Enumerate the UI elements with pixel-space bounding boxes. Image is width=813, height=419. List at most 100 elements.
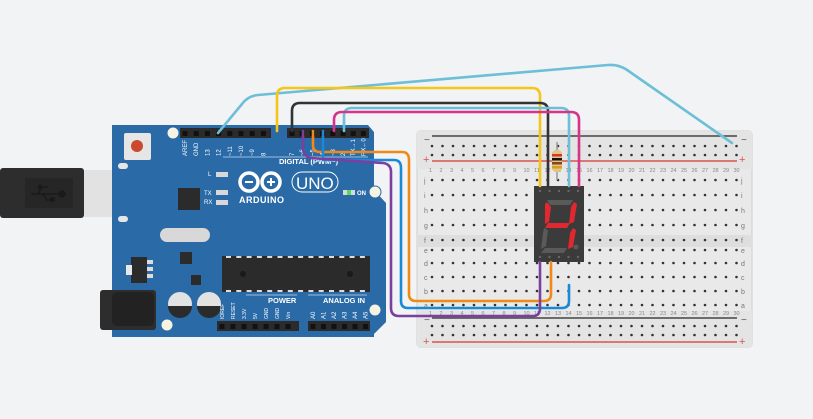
hole-d[interactable] <box>640 261 644 265</box>
hole-b[interactable] <box>714 289 717 293</box>
hole-a[interactable] <box>588 303 591 307</box>
hole-a[interactable] <box>609 303 612 307</box>
hole-j[interactable] <box>724 178 728 182</box>
hole-c[interactable] <box>724 275 728 279</box>
rail-hole[interactable] <box>567 324 570 328</box>
rail-hole[interactable] <box>724 333 728 337</box>
hole-a[interactable] <box>525 303 528 307</box>
rail-hole[interactable] <box>577 333 581 337</box>
hole-h[interactable] <box>598 208 602 212</box>
hole-c[interactable] <box>462 275 465 279</box>
hole-e[interactable] <box>724 248 728 252</box>
rail-hole[interactable] <box>703 144 707 148</box>
hole-i[interactable] <box>462 193 465 197</box>
hole-j[interactable] <box>651 178 654 182</box>
hole-g[interactable] <box>493 223 497 227</box>
rail-hole[interactable] <box>483 333 486 337</box>
rail-hole[interactable] <box>514 144 518 148</box>
hole-f[interactable] <box>651 238 654 242</box>
hole-a[interactable] <box>724 303 728 307</box>
rail-hole[interactable] <box>693 144 696 148</box>
hole-h[interactable] <box>588 208 591 212</box>
hole-i[interactable] <box>430 193 434 197</box>
hole-d[interactable] <box>546 261 549 265</box>
rail-hole[interactable] <box>462 153 465 157</box>
hole-j[interactable] <box>735 178 738 182</box>
rail-hole[interactable] <box>640 153 644 157</box>
hole-g[interactable] <box>441 223 444 227</box>
wire-pin6[interactable] <box>311 129 553 303</box>
analog-pin-A4[interactable] <box>352 324 358 329</box>
rail-hole[interactable] <box>651 324 654 328</box>
hole-h[interactable] <box>483 208 486 212</box>
rail-hole[interactable] <box>672 144 675 148</box>
hole-e[interactable] <box>630 248 633 252</box>
rail-hole[interactable] <box>504 324 507 328</box>
digital-pin-AREF[interactable] <box>182 131 188 136</box>
hole-f[interactable] <box>493 238 497 242</box>
wire-pin4[interactable] <box>321 129 571 310</box>
rail-hole[interactable] <box>640 324 644 328</box>
hole-b[interactable] <box>735 289 738 293</box>
hole-h[interactable] <box>441 208 444 212</box>
hole-i[interactable] <box>672 193 675 197</box>
power-pin[interactable] <box>241 324 247 329</box>
rail-hole[interactable] <box>630 333 633 337</box>
digital-pin-10[interactable] <box>238 131 244 136</box>
hole-h[interactable] <box>514 208 518 212</box>
rail-hole[interactable] <box>724 144 728 148</box>
hole-a[interactable] <box>693 303 696 307</box>
wire-pin8[interactable] <box>275 86 542 188</box>
hole-j[interactable] <box>682 178 686 182</box>
rail-hole[interactable] <box>672 324 675 328</box>
rail-hole[interactable] <box>493 324 497 328</box>
rail-hole[interactable] <box>525 153 528 157</box>
hole-d[interactable] <box>598 261 602 265</box>
hole-g[interactable] <box>504 223 507 227</box>
hole-i[interactable] <box>609 193 612 197</box>
rail-hole[interactable] <box>619 333 623 337</box>
hole-b[interactable] <box>588 289 591 293</box>
hole-b[interactable] <box>472 289 476 293</box>
rail-hole[interactable] <box>493 153 497 157</box>
hole-g[interactable] <box>619 223 623 227</box>
hole-d[interactable] <box>556 261 560 265</box>
hole-a[interactable] <box>703 303 707 307</box>
hole-b[interactable] <box>535 289 539 293</box>
resistor[interactable] <box>552 142 562 180</box>
hole-h[interactable] <box>472 208 476 212</box>
hole-i[interactable] <box>441 193 444 197</box>
wires[interactable] <box>216 63 734 318</box>
hole-c[interactable] <box>735 275 738 279</box>
digital-pin-2[interactable] <box>340 131 346 136</box>
hole-d[interactable] <box>472 261 476 265</box>
hole-a[interactable] <box>430 303 434 307</box>
rail-hole[interactable] <box>441 144 444 148</box>
rail-hole[interactable] <box>598 333 602 337</box>
rail-hole[interactable] <box>651 144 654 148</box>
hole-j[interactable] <box>451 178 455 182</box>
hole-b[interactable] <box>493 289 497 293</box>
hole-h[interactable] <box>462 208 465 212</box>
hole-a[interactable] <box>546 303 549 307</box>
rail-hole[interactable] <box>619 153 623 157</box>
hole-a[interactable] <box>493 303 497 307</box>
hole-e[interactable] <box>504 248 507 252</box>
hole-a[interactable] <box>682 303 686 307</box>
hole-g[interactable] <box>483 223 486 227</box>
hole-b[interactable] <box>451 289 455 293</box>
hole-j[interactable] <box>619 178 623 182</box>
hole-h[interactable] <box>661 208 665 212</box>
rail-hole[interactable] <box>525 144 528 148</box>
rail-hole[interactable] <box>535 333 539 337</box>
hole-c[interactable] <box>672 275 675 279</box>
hole-c[interactable] <box>651 275 654 279</box>
rail-hole[interactable] <box>735 324 738 328</box>
hole-i[interactable] <box>735 193 738 197</box>
rail-hole[interactable] <box>672 333 675 337</box>
hole-d[interactable] <box>672 261 675 265</box>
hole-b[interactable] <box>693 289 696 293</box>
rail-hole[interactable] <box>546 324 549 328</box>
hole-c[interactable] <box>714 275 717 279</box>
